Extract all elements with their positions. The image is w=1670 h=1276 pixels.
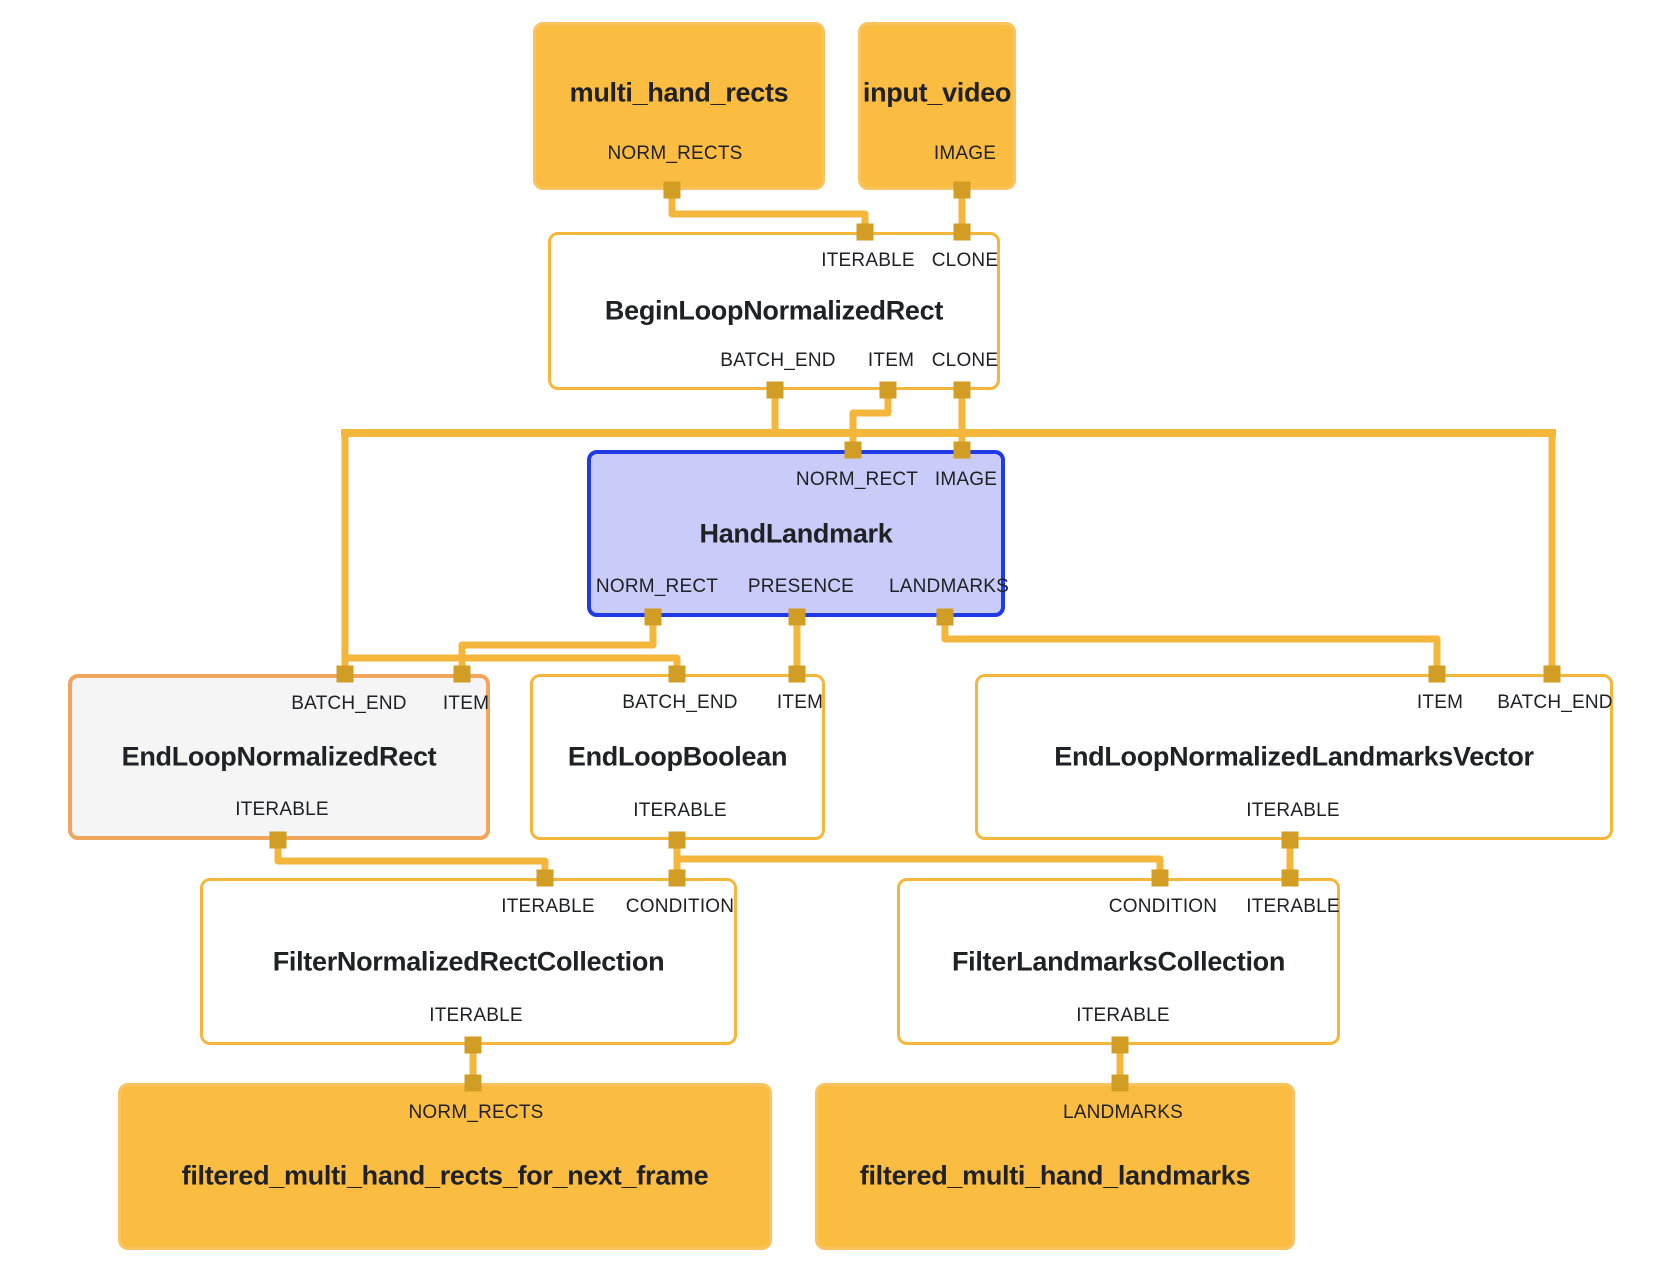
- node-title: EndLoopNormalizedLandmarksVector: [1054, 741, 1534, 772]
- port-label-item: ITEM: [1416, 692, 1464, 713]
- node-end-loop-normalized-rect[interactable]: BATCH_END ITEM EndLoopNormalizedRect ITE…: [68, 674, 490, 840]
- node-title: HandLandmark: [699, 518, 893, 548]
- port-label-item: ITEM: [442, 693, 490, 714]
- node-begin-loop-normalized-rect[interactable]: ITERABLE CLONE BeginLoopNormalizedRect B…: [548, 232, 1000, 390]
- node-title: multi_hand_rects: [569, 77, 789, 108]
- node-title: EndLoopNormalizedRect: [121, 741, 437, 772]
- port-label-batch-end: BATCH_END: [720, 350, 836, 371]
- port-label-image: IMAGE: [933, 143, 997, 164]
- port-label-iterable: ITERABLE: [1076, 1005, 1170, 1026]
- node-title: BeginLoopNormalizedRect: [604, 295, 944, 326]
- edge-batch-end-bus-to-end-loop-boolean: [341, 654, 681, 678]
- port-label-norm-rects: NORM_RECTS: [408, 1102, 544, 1123]
- node-filtered-multi-hand-landmarks[interactable]: LANDMARKS filtered_multi_hand_landmarks: [815, 1083, 1295, 1250]
- port-label-iterable: ITERABLE: [821, 250, 915, 271]
- node-input-video[interactable]: input_video IMAGE: [858, 22, 1016, 190]
- node-title: EndLoopBoolean: [567, 741, 788, 772]
- port-label-image: IMAGE: [934, 469, 998, 490]
- port-label-batch-end: BATCH_END: [1497, 692, 1613, 713]
- edge-hand-landmark-landmarks-to-end-loop-landmarks-item: [941, 613, 1441, 678]
- edge-multi-hand-rects-to-begin-loop-iterable: [668, 186, 869, 236]
- port-label-clone: CLONE: [931, 250, 999, 271]
- port-label-landmarks: LANDMARKS: [1062, 1102, 1184, 1123]
- port-label-landmarks: LANDMARKS: [888, 576, 1010, 597]
- node-filtered-multi-hand-rects-for-next-frame[interactable]: NORM_RECTS filtered_multi_hand_rects_for…: [118, 1083, 772, 1250]
- port-label-iterable: ITERABLE: [633, 800, 727, 821]
- edge-end-loop-boolean-iterable-to-filter-landmarks-condition: [673, 855, 1164, 882]
- node-multi-hand-rects[interactable]: multi_hand_rects NORM_RECTS: [533, 22, 825, 190]
- port-label-item: ITEM: [776, 692, 824, 713]
- port-label-batch-end: BATCH_END: [291, 693, 407, 714]
- node-end-loop-boolean[interactable]: BATCH_END ITEM EndLoopBoolean ITERABLE: [530, 674, 825, 840]
- node-title: filtered_multi_hand_rects_for_next_frame: [181, 1160, 709, 1191]
- port-label-iterable: ITERABLE: [429, 1005, 523, 1026]
- edge-hand-landmark-norm-rect-to-end-loop-rect-item: [458, 613, 657, 678]
- edge-begin-loop-item-to-hand-landmark-norm-rect: [849, 386, 892, 454]
- port-label-iterable: ITERABLE: [501, 896, 595, 917]
- node-title: FilterLandmarksCollection: [951, 946, 1286, 976]
- port-label-norm-rects: NORM_RECTS: [607, 143, 743, 164]
- node-hand-landmark[interactable]: NORM_RECT IMAGE HandLandmark NORM_RECT P…: [587, 450, 1009, 617]
- edge-end-loop-rect-iterable-to-filter-rect-iterable: [274, 836, 549, 882]
- port-label-norm-rect: NORM_RECT: [795, 469, 919, 490]
- port-label-iterable: ITERABLE: [235, 799, 329, 820]
- port-label-condition: CONDITION: [1108, 896, 1218, 917]
- port-label-iterable: ITERABLE: [1246, 896, 1340, 917]
- port-label-batch-end: BATCH_END: [622, 692, 738, 713]
- node-title: filtered_multi_hand_landmarks: [859, 1160, 1251, 1191]
- port-label-item: ITEM: [867, 350, 915, 371]
- port-label-presence: PRESENCE: [747, 576, 855, 597]
- node-filter-normalized-rect-collection[interactable]: ITERABLE CONDITION FilterNormalizedRectC…: [200, 878, 737, 1045]
- port-label-clone: CLONE: [931, 350, 999, 371]
- node-filter-landmarks-collection[interactable]: CONDITION ITERABLE FilterLandmarksCollec…: [897, 878, 1340, 1045]
- node-title: FilterNormalizedRectCollection: [272, 946, 665, 976]
- port-label-norm-rect: NORM_RECT: [595, 576, 719, 597]
- port-label-condition: CONDITION: [625, 896, 735, 917]
- node-end-loop-normalized-landmarks-vector[interactable]: ITEM BATCH_END EndLoopNormalizedLandmark…: [975, 674, 1613, 840]
- port-label-iterable: ITERABLE: [1246, 800, 1340, 821]
- node-title: input_video: [862, 77, 1012, 108]
